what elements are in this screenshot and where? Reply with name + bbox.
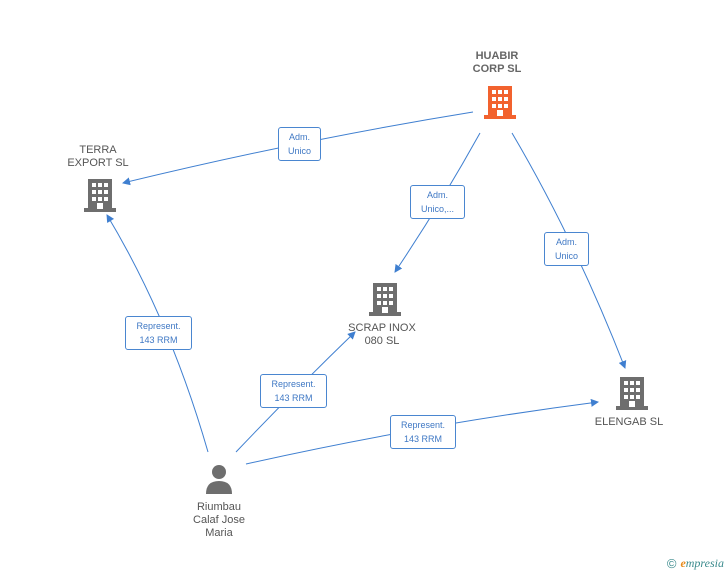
node-terra-label[interactable]: TERRA EXPORT SL	[67, 144, 129, 169]
node-elengab-label[interactable]: ELENGAB SL	[594, 416, 664, 428]
building-icon[interactable]	[484, 84, 516, 120]
node-riumbau-label[interactable]: Riumbau Calaf Jose Maria	[193, 501, 245, 539]
node-huabir-label[interactable]: HUABIR CORP SL	[472, 50, 522, 75]
node-scrap-label[interactable]: SCRAP INOX 080 SL	[348, 322, 416, 347]
edge-label-huabir-elengab[interactable]: Adm. Unico	[544, 232, 589, 266]
building-icon[interactable]	[84, 177, 116, 213]
edge-label-huabir-terra[interactable]: Adm. Unico	[278, 127, 321, 161]
edge-label-huabir-scrap[interactable]: Adm. Unico,...	[410, 185, 465, 219]
building-icon[interactable]	[616, 375, 648, 411]
copyright-icon: ©	[666, 556, 677, 571]
edge-label-riumbau-terra[interactable]: Represent. 143 RRM	[125, 316, 192, 350]
building-icon[interactable]	[369, 281, 401, 317]
edge-label-riumbau-elengab[interactable]: Represent. 143 RRM	[390, 415, 456, 449]
person-icon[interactable]	[205, 464, 233, 494]
brand-name: mpresia	[685, 556, 724, 570]
brand-initial: e	[680, 556, 686, 570]
brand-footer: © empresia	[667, 556, 724, 571]
edge-label-riumbau-scrap[interactable]: Represent. 143 RRM	[260, 374, 327, 408]
brand-logo[interactable]: empresia	[680, 556, 724, 571]
